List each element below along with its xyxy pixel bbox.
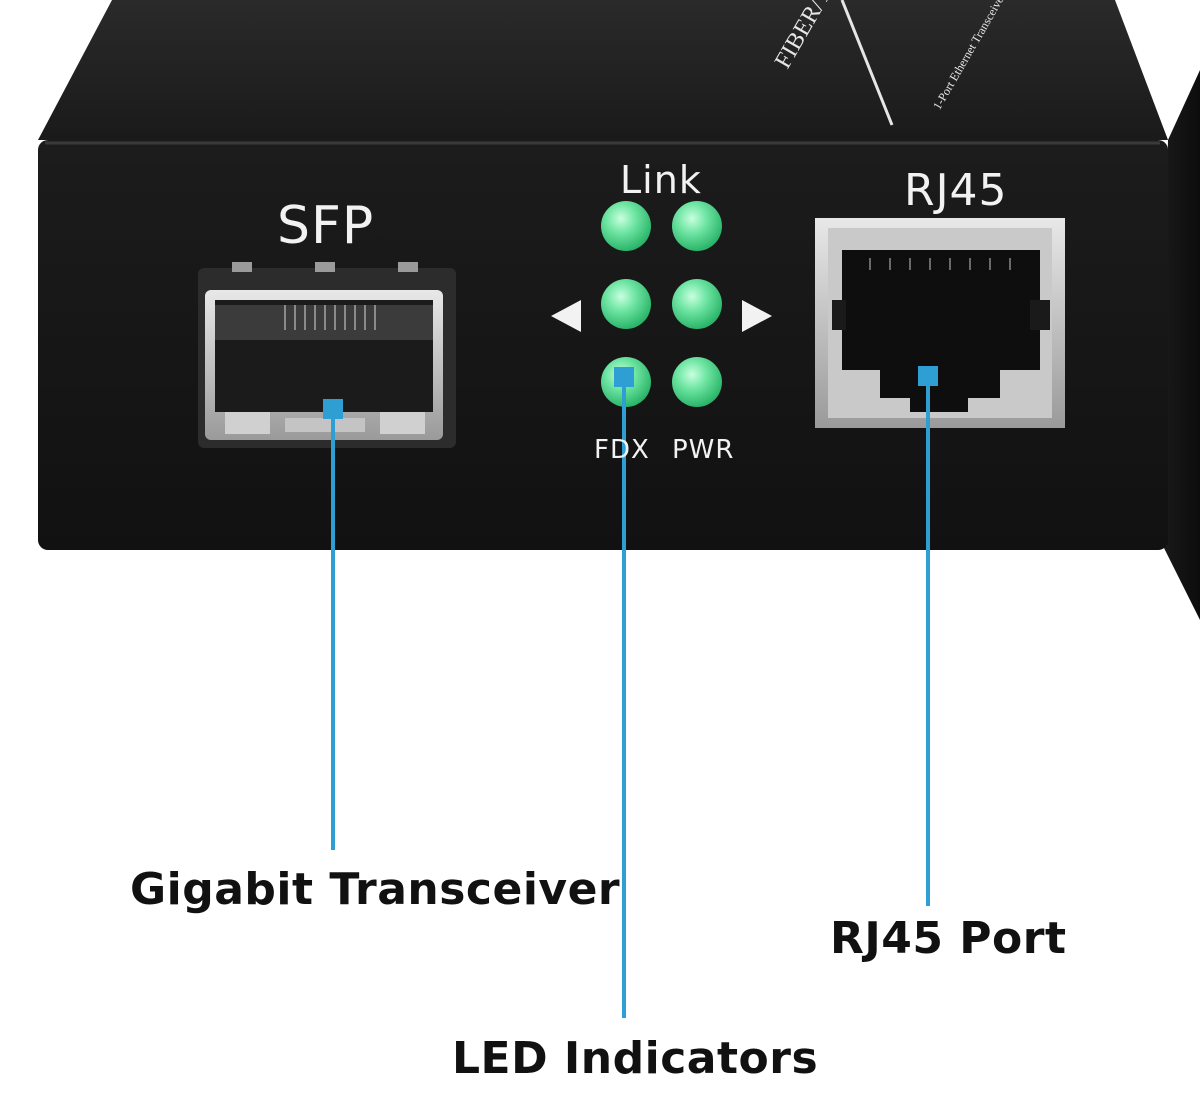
rj45-label: RJ45	[904, 165, 1008, 216]
callout-gigabit-transceiver: Gigabit Transceiver	[130, 864, 621, 915]
callout-marker-rj45	[918, 366, 938, 386]
top-print-rule	[840, 0, 894, 126]
callout-lines	[331, 376, 930, 1018]
sfp-label: SFP	[277, 196, 375, 256]
led-link-left	[601, 201, 651, 251]
pwr-label: PWR	[672, 435, 735, 465]
led-act-left	[601, 279, 651, 329]
led-link-right	[672, 201, 722, 251]
led-act-right	[672, 279, 722, 329]
device-top-surface	[38, 0, 1168, 140]
callout-marker-led	[614, 367, 634, 387]
callout-rj45-port: RJ45 Port	[830, 913, 1067, 964]
callout-led-indicators: LED Indicators	[452, 1033, 819, 1084]
rj45-port	[815, 218, 1065, 428]
link-label: Link	[620, 158, 702, 202]
device-side-surface	[1160, 70, 1200, 620]
arrow-left-icon	[551, 300, 581, 332]
arrow-right-icon	[742, 300, 772, 332]
callout-marker-transceiver	[323, 399, 343, 419]
fdx-label: FDX	[594, 435, 650, 465]
led-pwr	[672, 357, 722, 407]
sfp-cage	[198, 262, 456, 448]
